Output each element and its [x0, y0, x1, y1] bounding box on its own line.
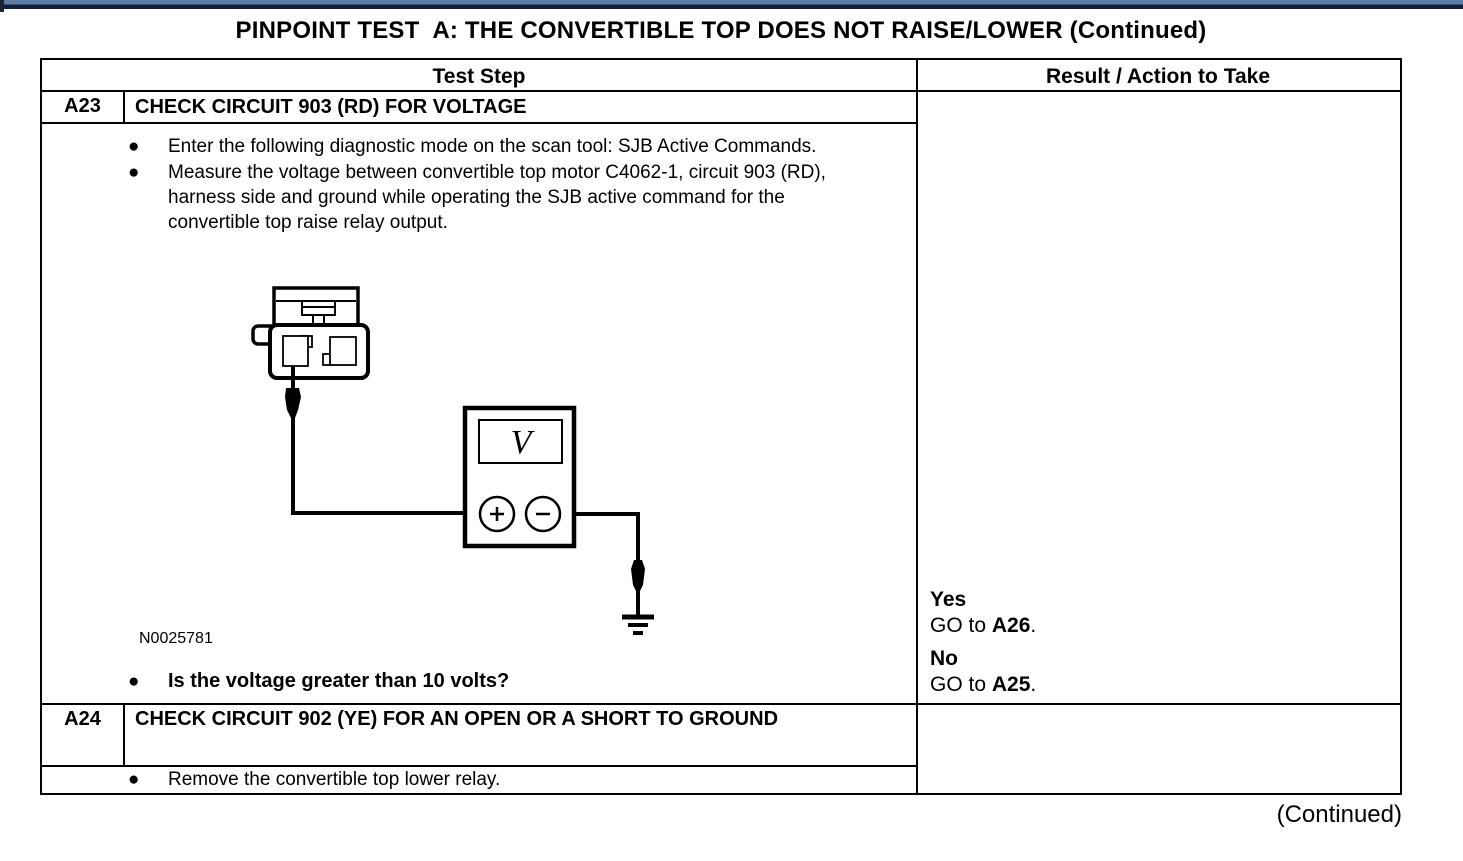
- a24-title-underline: [42, 765, 916, 767]
- bullet-icon: ●: [128, 769, 140, 790]
- a23-result-cell: Yes GO to A26. No GO to A25.: [930, 587, 1390, 705]
- a23-id-divider: [123, 91, 125, 122]
- test-probe-icon: [631, 560, 645, 593]
- step-text: Enter the following diagnostic mode on t…: [168, 136, 817, 157]
- connector: [251, 286, 370, 380]
- a24-id-divider: [123, 704, 125, 765]
- figure-id: N0025781: [139, 630, 213, 647]
- header-underline: [42, 90, 1400, 92]
- pinpoint-test-table: Test Step Result / Action to Take A23 CH…: [40, 58, 1402, 795]
- result-action: GO to A26.: [930, 614, 1037, 637]
- step-question: Is the voltage greater than 10 volts?: [168, 670, 510, 692]
- a23-step-list: ● Enter the following diagnostic mode on…: [128, 134, 888, 236]
- plus-terminal: [478, 495, 516, 533]
- test-probe-icon: [285, 388, 301, 418]
- ground-symbol-icon: [622, 614, 654, 635]
- page-title: PINPOINT TEST A: THE CONVERTIBLE TOP DOE…: [235, 17, 1207, 44]
- a23-title-underline: [42, 122, 916, 124]
- voltmeter: V: [462, 405, 577, 549]
- a23-a24-divider: [42, 703, 1400, 705]
- bullet-icon: ●: [128, 671, 140, 692]
- result-answer: Yes: [930, 588, 967, 611]
- bullet-icon: ●: [128, 136, 140, 157]
- goto-target: A26: [991, 614, 1031, 637]
- minus-terminal: [524, 495, 562, 533]
- result-yes: Yes GO to A26.: [930, 587, 1390, 639]
- top-accent-bar-cap: [0, 0, 4, 12]
- result-answer: No: [930, 647, 958, 670]
- bullet-icon: ●: [128, 162, 140, 183]
- list-item: ● Enter the following diagnostic mode on…: [128, 134, 888, 159]
- list-item: ● Measure the voltage between convertibl…: [128, 160, 888, 235]
- row-id-a23: A23: [64, 95, 101, 117]
- goto-target: A25: [991, 673, 1031, 696]
- list-item: ● Remove the convertible top lower relay…: [128, 767, 908, 792]
- a23-question-row: ● Is the voltage greater than 10 volts?: [128, 669, 908, 695]
- result-action: GO to A25.: [930, 673, 1037, 696]
- circuit-diagram: V: [251, 286, 654, 635]
- step-text: Remove the convertible top lower relay.: [168, 769, 501, 790]
- header-test-step: Test Step: [432, 65, 526, 88]
- result-no: No GO to A25.: [930, 646, 1390, 698]
- a24-step-list: ● Remove the convertible top lower relay…: [128, 767, 908, 793]
- step-text: Measure the voltage between convertible …: [168, 162, 826, 233]
- top-accent-bar: [0, 0, 1463, 9]
- row-title-a23: CHECK CIRCUIT 903 (RD) FOR VOLTAGE: [135, 96, 527, 118]
- row-id-a24: A24: [64, 708, 101, 730]
- column-divider: [916, 60, 918, 793]
- continued-note: (Continued): [1276, 801, 1402, 828]
- header-result: Result / Action to Take: [1045, 65, 1271, 88]
- row-title-a24: CHECK CIRCUIT 902 (YE) FOR AN OPEN OR A …: [135, 708, 779, 730]
